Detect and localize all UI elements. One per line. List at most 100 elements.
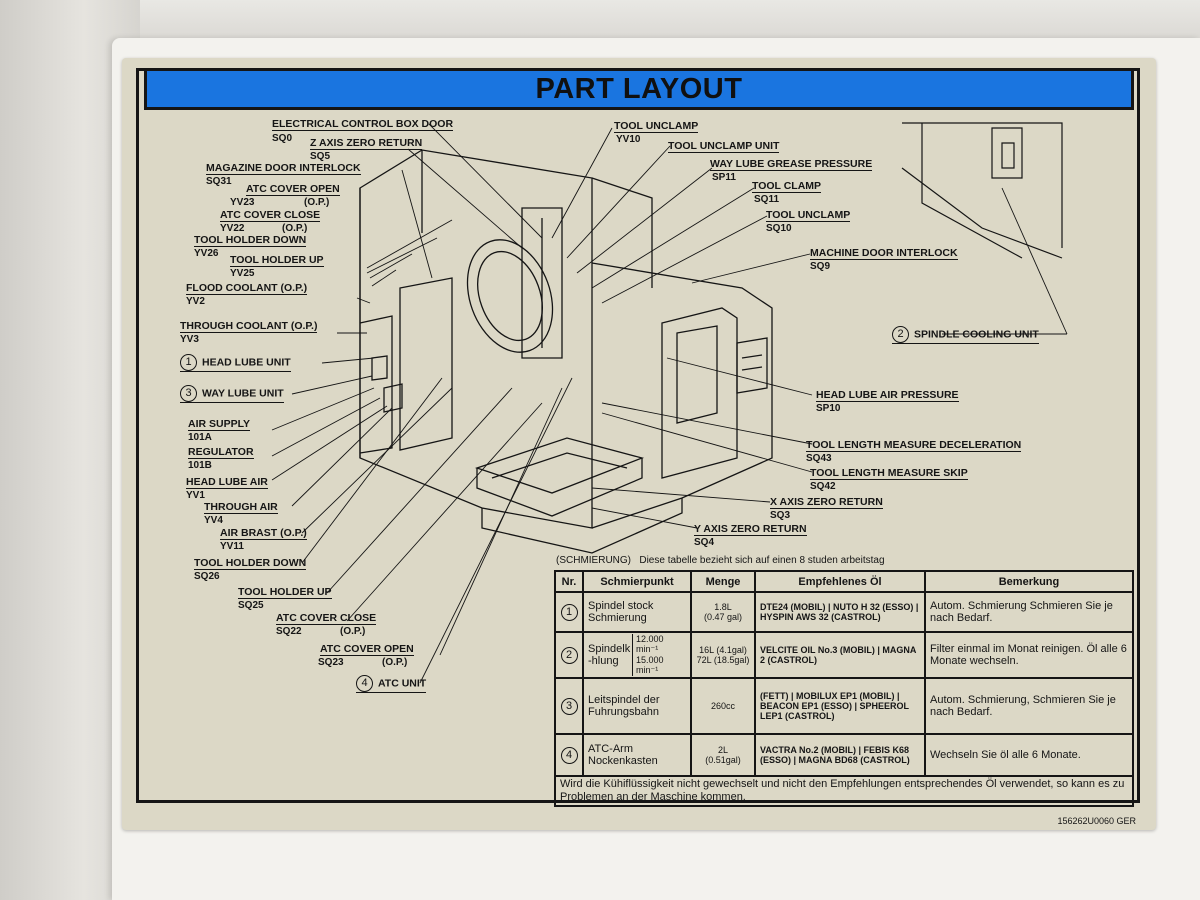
label-machine-door-interlock: MACHINE DOOR INTERLOCK	[810, 247, 958, 260]
cell-qty: 1.8L(0.47 gal)	[690, 591, 756, 633]
part-number: 156262U0060 GER	[1057, 816, 1136, 826]
code-yv11: YV11	[220, 541, 244, 552]
cell-remark: Autom. Schmierung, Schmieren Sie je nach…	[924, 677, 1134, 735]
label-tool-length-measure-skip: TOOL LENGTH MEASURE SKIP	[810, 467, 968, 480]
cell-oil: VACTRA No.2 (MOBIL) | FEBIS K68 (ESSO) |…	[754, 733, 926, 777]
label-tool-holder-up-sq25: TOOL HOLDER UP	[238, 586, 332, 599]
label-head-lube-air: HEAD LUBE AIR	[186, 476, 268, 489]
table-header-row: Nr. Schmierpunkt Menge Empfehlenes Öl Be…	[554, 570, 1134, 593]
header-point: Schmierpunkt	[582, 570, 692, 593]
code-yv1: YV1	[186, 490, 205, 501]
label-through-air: THROUGH AIR	[204, 501, 278, 514]
lube-note: (SCHMIERUNG) Diese tabelle bezieht sich …	[556, 555, 885, 566]
table-footer-row: Wird die Kühiflüssigkeit nicht gewechsel…	[554, 775, 1134, 807]
code-yv26: YV26	[194, 248, 219, 259]
code-sq0: SQ0	[272, 133, 293, 144]
code-sq26: SQ26	[194, 571, 220, 582]
machine-diagram	[271, 122, 1068, 684]
cell-oil: VELCITE OIL No.3 (MOBIL) | MAGNA 2 (CAST…	[754, 631, 926, 679]
label-atc-cover-close: ATC COVER CLOSE	[220, 209, 321, 222]
code-yv10: YV10	[616, 134, 641, 145]
cell-nr: 2	[554, 631, 584, 679]
code-yv23: YV23	[230, 197, 255, 208]
code-101a: 101A	[188, 432, 212, 443]
code-sq31: SQ31	[206, 176, 232, 187]
label-tool-unclamp-unit: TOOL UNCLAMP UNIT	[668, 140, 780, 153]
cell-nr: 3	[554, 677, 584, 735]
label-tool-unclamp-sq10: TOOL UNCLAMP	[766, 209, 851, 222]
code-sq22: SQ22	[276, 626, 302, 637]
code-sp11: SP11	[712, 172, 736, 183]
code-sq3: SQ3	[770, 510, 791, 521]
note-op: (O.P.)	[282, 223, 308, 234]
plate-title: PART LAYOUT	[535, 73, 743, 105]
cell-qty: 2L(0.51gal)	[690, 733, 756, 777]
cell-point: ATC-Arm Nockenkasten	[582, 733, 692, 777]
label-flood-coolant: FLOOD COOLANT (O.P.)	[186, 282, 308, 295]
label-atc-cover-open-sq23: ATC COVER OPEN	[320, 643, 414, 656]
code-sq23: SQ23	[318, 657, 344, 668]
code-sq10: SQ10	[766, 223, 792, 234]
label-through-coolant: THROUGH COOLANT (O.P.)	[180, 320, 318, 333]
label-way-lube-grease-pressure: WAY LUBE GREASE PRESSURE	[710, 158, 873, 171]
code-sq4: SQ4	[694, 537, 715, 548]
cell-nr: 1	[554, 591, 584, 633]
title-bar: PART LAYOUT	[144, 68, 1134, 110]
code-sq25: SQ25	[238, 600, 264, 611]
code-yv4: YV4	[204, 515, 223, 526]
cell-oil: (FETT) | MOBILUX EP1 (MOBIL) | BEACON EP…	[754, 677, 926, 735]
code-sq11: SQ11	[754, 194, 780, 205]
note-op: (O.P.)	[304, 197, 330, 208]
code-yv22: YV22	[220, 223, 245, 234]
table-row: 4 ATC-Arm Nockenkasten 2L(0.51gal) VACTR…	[554, 733, 1134, 777]
header-remark: Bemerkung	[924, 570, 1134, 593]
code-sq9: SQ9	[810, 261, 831, 272]
label-tool-holder-down: TOOL HOLDER DOWN	[194, 234, 307, 247]
code-yv25: YV25	[230, 268, 255, 279]
label-regulator: REGULATOR	[188, 446, 254, 459]
label-tool-unclamp-yv10: TOOL UNCLAMP	[614, 120, 699, 133]
code-sp10: SP10	[816, 403, 841, 414]
code-sq43: SQ43	[806, 453, 832, 464]
header-qty: Menge	[690, 570, 756, 593]
note-op: (O.P.)	[382, 657, 408, 668]
code-yv3: YV3	[180, 334, 199, 345]
label-atc-cover-open: ATC COVER OPEN	[246, 183, 340, 196]
label-tool-clamp: TOOL CLAMP	[752, 180, 822, 193]
label-magazine-door-interlock: MAGAZINE DOOR INTERLOCK	[206, 162, 361, 175]
code-sq5: SQ5	[310, 151, 331, 162]
note-op: (O.P.)	[340, 626, 366, 637]
label-x-axis-zero-return: X AXIS ZERO RETURN	[770, 496, 883, 509]
label-z-axis-zero-return: Z AXIS ZERO RETURN	[310, 137, 423, 150]
cell-qty: 260cc	[690, 677, 756, 735]
label-electrical-control-box-door: ELECTRICAL CONTROL BOX DOOR	[272, 118, 454, 131]
footer-warning: Wird die Kühiflüssigkeit nicht gewechsel…	[554, 775, 1134, 807]
cell-remark: Filter einmal im Monat reinigen. Öl alle…	[924, 631, 1134, 679]
cell-point: Leitspindel der Fuhrungsbahn	[582, 677, 692, 735]
cell-remark: Wechseln Sie öl alle 6 Monate.	[924, 733, 1134, 777]
label-tool-holder-down-sq26: TOOL HOLDER DOWN	[194, 557, 307, 570]
label-head-lube-air-pressure: HEAD LUBE AIR PRESSURE	[816, 389, 959, 402]
cell-oil: DTE24 (MOBIL) | NUTO H 32 (ESSO) | HYSPI…	[754, 591, 926, 633]
cell-point: Spindel stock Schmierung	[582, 591, 692, 633]
cell-nr: 4	[554, 733, 584, 777]
part-layout-plate: PART LAYOUT	[122, 58, 1156, 830]
code-sq42: SQ42	[810, 481, 836, 492]
code-yv2: YV2	[186, 296, 205, 307]
header-nr: Nr.	[554, 570, 584, 593]
label-air-supply: AIR SUPPLY	[188, 418, 251, 431]
cell-remark: Autom. Schmierung Schmieren Sie je nach …	[924, 591, 1134, 633]
label-tool-length-measure-deceleration: TOOL LENGTH MEASURE DECELERATION	[806, 439, 1022, 452]
table-row: 1 Spindel stock Schmierung 1.8L(0.47 gal…	[554, 591, 1134, 633]
header-oil: Empfehlenes Öl	[754, 570, 926, 593]
table-row: 3 Leitspindel der Fuhrungsbahn 260cc (FE…	[554, 677, 1134, 735]
label-tool-holder-up: TOOL HOLDER UP	[230, 254, 324, 267]
label-air-brast: AIR BRAST (O.P.)	[220, 527, 307, 540]
lubrication-table: Nr. Schmierpunkt Menge Empfehlenes Öl Be…	[554, 570, 1134, 807]
